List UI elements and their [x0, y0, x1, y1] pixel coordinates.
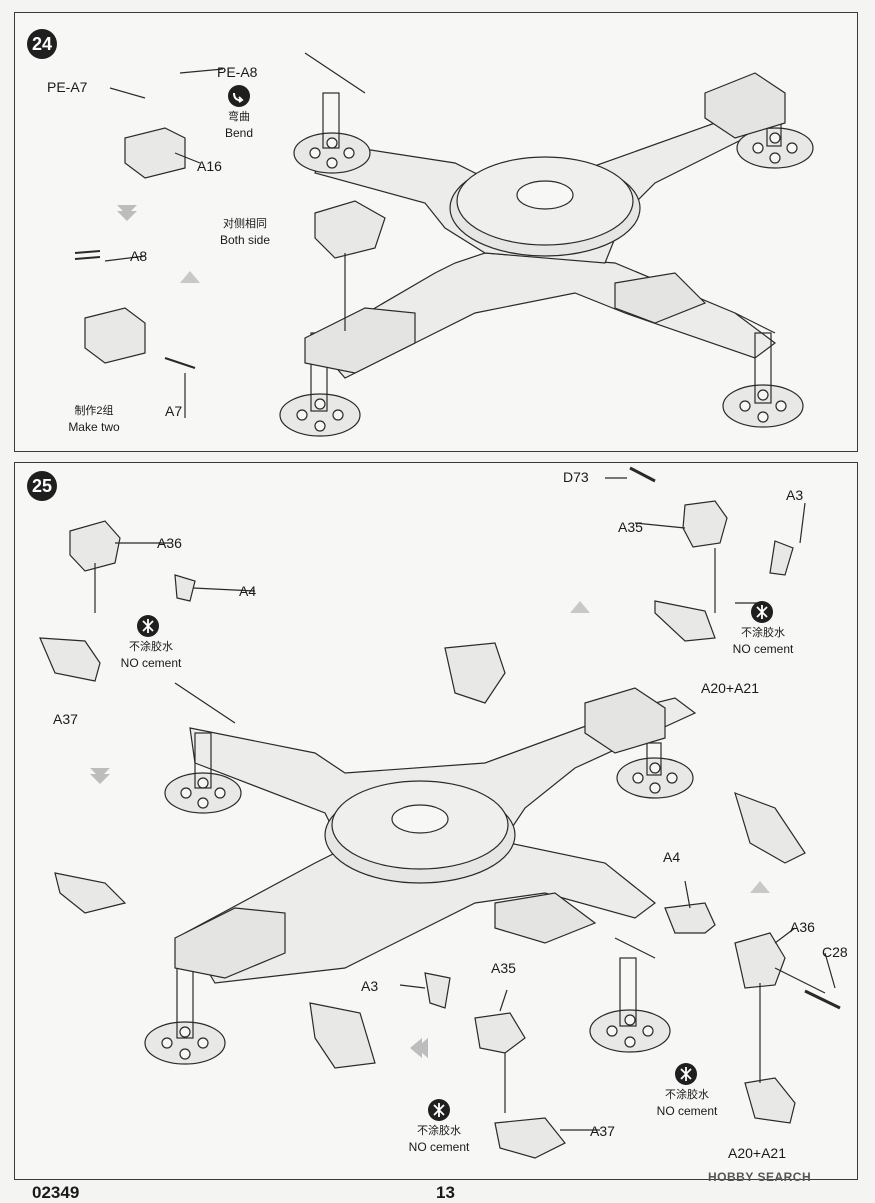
no-cement-icon [675, 1063, 697, 1085]
no-cement-caption-bottom-right: 不涂胶水 NO cement [647, 1087, 727, 1119]
step-24-panel: 24 [14, 12, 858, 452]
step-25-illustration [39, 466, 841, 1159]
no-cement-cn-top-right: 不涂胶水 [741, 627, 785, 639]
no-cement-caption-left: 不涂胶水 NO cement [111, 639, 191, 671]
make-two-caption-en: Make two [68, 420, 120, 434]
label-d73: D73 [563, 469, 589, 485]
label-a35-bottom: A35 [491, 960, 516, 976]
make-two-caption-cn: 制作2组 [74, 405, 114, 417]
both-side-caption: 对侧相同 Both side [205, 216, 285, 248]
no-cement-en-bottom: NO cement [408, 1140, 470, 1154]
no-cement-en-top-right: NO cement [732, 642, 794, 656]
label-a35-top: A35 [618, 519, 643, 535]
no-cement-en-left: NO cement [120, 656, 182, 670]
label-pe-a7: PE-A7 [47, 79, 88, 95]
bend-icon [228, 85, 250, 107]
no-cement-cn-bottom-right: 不涂胶水 [665, 1089, 709, 1101]
no-cement-en-bottom-right: NO cement [656, 1104, 718, 1118]
watermark: HOBBY SEARCH [708, 1170, 812, 1184]
no-cement-icon [751, 601, 773, 623]
label-a16: A16 [197, 158, 222, 174]
no-cement-caption-bottom: 不涂胶水 NO cement [399, 1123, 479, 1155]
label-a8: A8 [130, 248, 148, 264]
label-pe-a8: PE-A8 [217, 64, 258, 80]
label-a20a21-top: A20+A21 [701, 680, 759, 696]
bend-caption-cn: 弯曲 [228, 111, 250, 123]
no-cement-cn-bottom: 不涂胶水 [417, 1125, 461, 1137]
product-code: 02349 [32, 1183, 80, 1202]
label-a3-bottom: A3 [361, 978, 379, 994]
label-a7: A7 [165, 403, 183, 419]
make-two-caption: 制作2组 Make two [59, 403, 129, 435]
label-a37-bottom: A37 [590, 1123, 615, 1139]
label-a36-right: A36 [790, 919, 815, 935]
no-cement-cn-left: 不涂胶水 [129, 641, 173, 653]
no-cement-icon [428, 1099, 450, 1121]
bend-caption: 弯曲 Bend [213, 109, 265, 141]
no-cement-icon [137, 615, 159, 637]
bend-caption-en: Bend [224, 126, 254, 140]
page-number: 13 [436, 1183, 455, 1202]
both-side-caption-en: Both side [219, 233, 271, 247]
label-c28: C28 [822, 944, 848, 960]
label-a36-left: A36 [157, 535, 182, 551]
label-a4-left: A4 [239, 583, 257, 599]
label-a4-right: A4 [663, 849, 681, 865]
no-cement-caption-top-right: 不涂胶水 NO cement [723, 625, 803, 657]
step-24-illustration [74, 52, 814, 437]
step-number-24: 24 [27, 29, 57, 59]
both-side-caption-cn: 对侧相同 [223, 218, 267, 230]
label-a3-top: A3 [786, 487, 804, 503]
label-a37-left: A37 [53, 711, 78, 727]
step-number-25: 25 [27, 471, 57, 501]
label-a20a21-bottom: A20+A21 [728, 1145, 786, 1161]
step-25-panel: 25 [14, 462, 858, 1180]
